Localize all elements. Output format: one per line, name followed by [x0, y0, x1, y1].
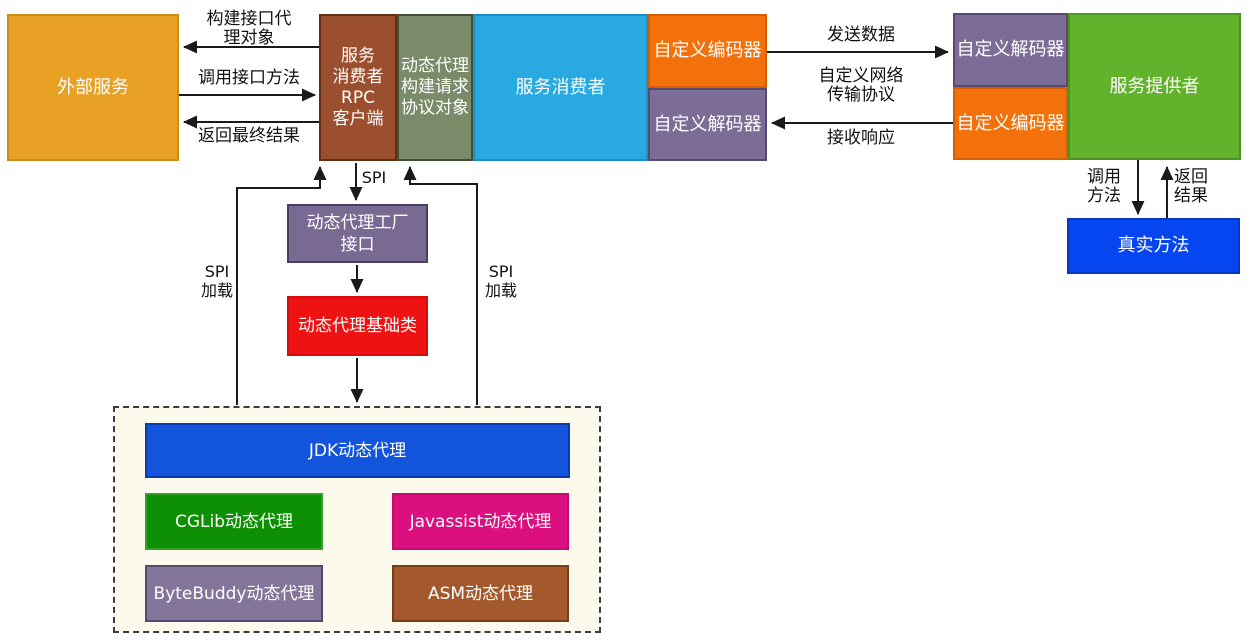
real-method-box: 真实方法 [1067, 218, 1240, 274]
javassist-proxy-label: Javassist动态代理 [409, 511, 552, 532]
proxy-factory-label: 动态代理工厂 接口 [306, 212, 409, 255]
build-proxy-label: 构建接口代 理对象 [206, 9, 292, 48]
external-service-box: 外部服务 [7, 14, 179, 161]
external-service-label: 外部服务 [57, 76, 129, 98]
rpc-client-box: 服务 消费者 RPC 客户端 [319, 14, 397, 161]
encoder-right-box: 自定义编码器 [953, 87, 1068, 160]
proxy-builder-label: 动态代理 构建请求 协议对象 [401, 56, 469, 118]
jdk-proxy-label: JDK动态代理 [308, 440, 407, 461]
service-provider-box: 服务提供者 [1068, 13, 1241, 160]
spi-load-left-label: SPI 加载 [200, 262, 234, 300]
service-consumer-box: 服务消费者 [473, 14, 648, 161]
service-consumer-label: 服务消费者 [515, 76, 606, 98]
javassist-proxy-box: Javassist动态代理 [392, 493, 569, 550]
rpc-client-label: 服务 消费者 RPC 客户端 [332, 45, 384, 129]
proxy-base-box: 动态代理基础类 [287, 296, 428, 356]
proxy-builder-box: 动态代理 构建请求 协议对象 [397, 14, 473, 161]
network-protocol-label: 自定义网络 传输协议 [818, 66, 904, 105]
decoder-right-box: 自定义解码器 [953, 13, 1068, 87]
bytebuddy-proxy-label: ByteBuddy动态代理 [153, 583, 315, 604]
send-data-label: 发送数据 [827, 25, 895, 45]
receive-response-label: 接收响应 [827, 128, 895, 148]
decoder-right-label: 自定义解码器 [956, 39, 1065, 60]
real-method-label: 真实方法 [1117, 235, 1190, 256]
return-final-label: 返回最终结果 [198, 126, 300, 146]
cglib-proxy-label: CGLib动态代理 [174, 511, 294, 532]
proxy-base-label: 动态代理基础类 [298, 316, 417, 336]
asm-proxy-label: ASM动态代理 [427, 583, 534, 604]
spi-label: SPI [361, 168, 387, 187]
encoder-left-label: 自定义编码器 [653, 40, 762, 61]
encoder-left-box: 自定义编码器 [648, 14, 767, 88]
decoder-left-box: 自定义解码器 [648, 88, 767, 161]
call-interface-label: 调用接口方法 [198, 68, 300, 88]
spi-load-right-label: SPI 加载 [484, 262, 518, 300]
encoder-right-label: 自定义编码器 [956, 112, 1065, 134]
proxy-factory-box: 动态代理工厂 接口 [287, 204, 428, 263]
asm-proxy-box: ASM动态代理 [392, 565, 569, 622]
jdk-proxy-box: JDK动态代理 [145, 423, 570, 478]
bytebuddy-proxy-box: ByteBuddy动态代理 [145, 565, 323, 622]
decoder-left-label: 自定义解码器 [653, 113, 762, 135]
return-result-label: 返回 结果 [1174, 167, 1208, 206]
cglib-proxy-box: CGLib动态代理 [145, 493, 323, 550]
service-provider-label: 服务提供者 [1109, 75, 1200, 97]
call-method-label: 调用 方法 [1087, 167, 1121, 206]
